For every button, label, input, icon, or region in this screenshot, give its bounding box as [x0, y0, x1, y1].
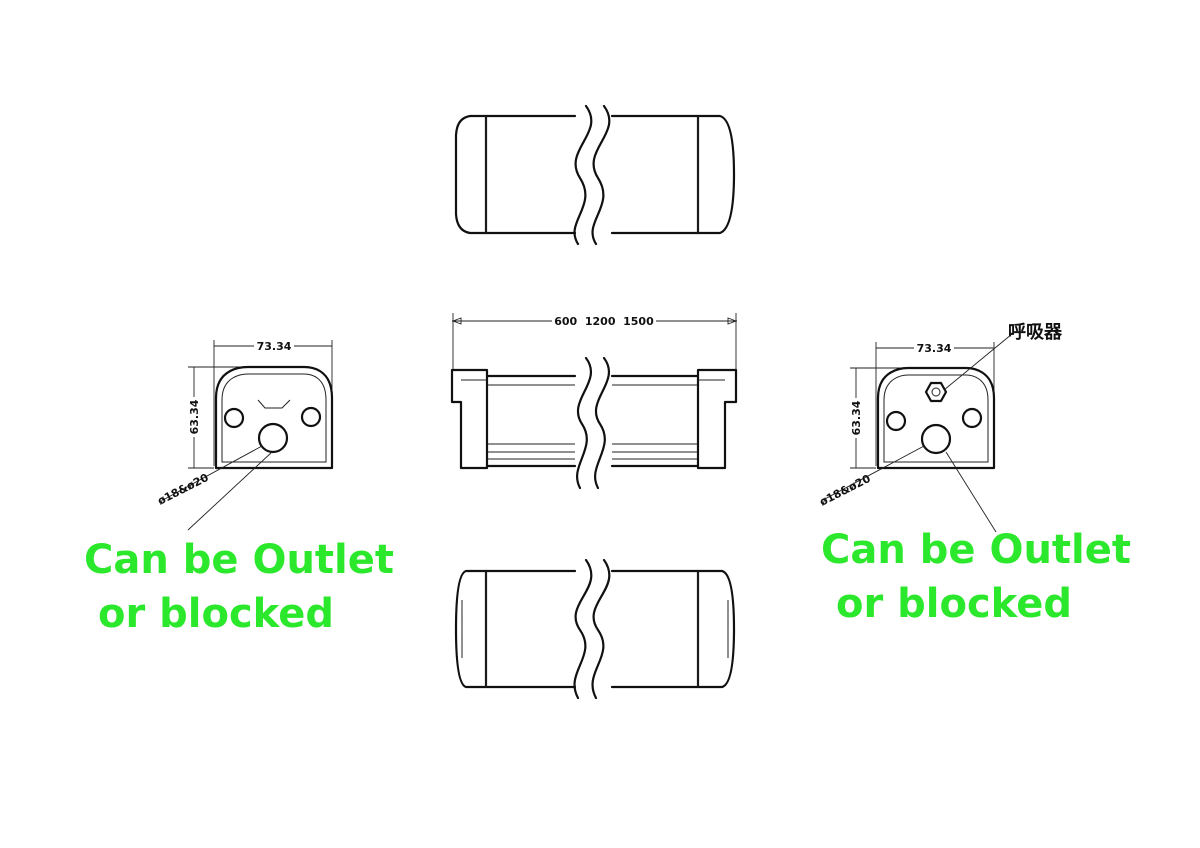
- right-note-line2: or blocked: [836, 581, 1072, 627]
- right-end-view: 73.34 63.34 呼吸器 ø18&ø20: [817, 322, 1063, 533]
- left-height-dimension: 63.34: [185, 366, 246, 469]
- right-width-dimension: 73.34: [875, 340, 995, 466]
- left-height-label: 63.34: [188, 399, 201, 434]
- right-hole-label: ø18&ø20: [817, 472, 873, 509]
- left-width-dimension: 73.34: [213, 338, 333, 466]
- left-note: Can be Outlet: [84, 540, 394, 580]
- front-view: 600 1200 1500: [450, 312, 738, 490]
- right-width-label: 73.34: [917, 342, 952, 355]
- left-width-label: 73.34: [257, 340, 292, 353]
- vent-label: 呼吸器: [1008, 322, 1063, 343]
- length-dimension: 600 1200 1500: [451, 312, 738, 370]
- bottom-view: [454, 558, 736, 700]
- left-note-2: or blocked: [98, 594, 334, 634]
- right-height-label: 63.34: [850, 400, 863, 435]
- top-view: [454, 104, 736, 246]
- left-note-line2: or blocked: [98, 591, 334, 637]
- breather-valve: [924, 381, 948, 403]
- right-height-dimension: 63.34: [847, 367, 905, 469]
- right-note: Can be Outlet: [821, 530, 1131, 570]
- left-end-view: 73.34 63.34 ø18&ø20: [155, 338, 334, 531]
- right-note-line1: Can be Outlet: [821, 527, 1131, 573]
- right-note-2: or blocked: [836, 584, 1072, 624]
- left-note-line1: Can be Outlet: [84, 537, 394, 583]
- length-label: 600 1200 1500: [554, 315, 654, 328]
- left-hole-label: ø18&ø20: [155, 471, 211, 508]
